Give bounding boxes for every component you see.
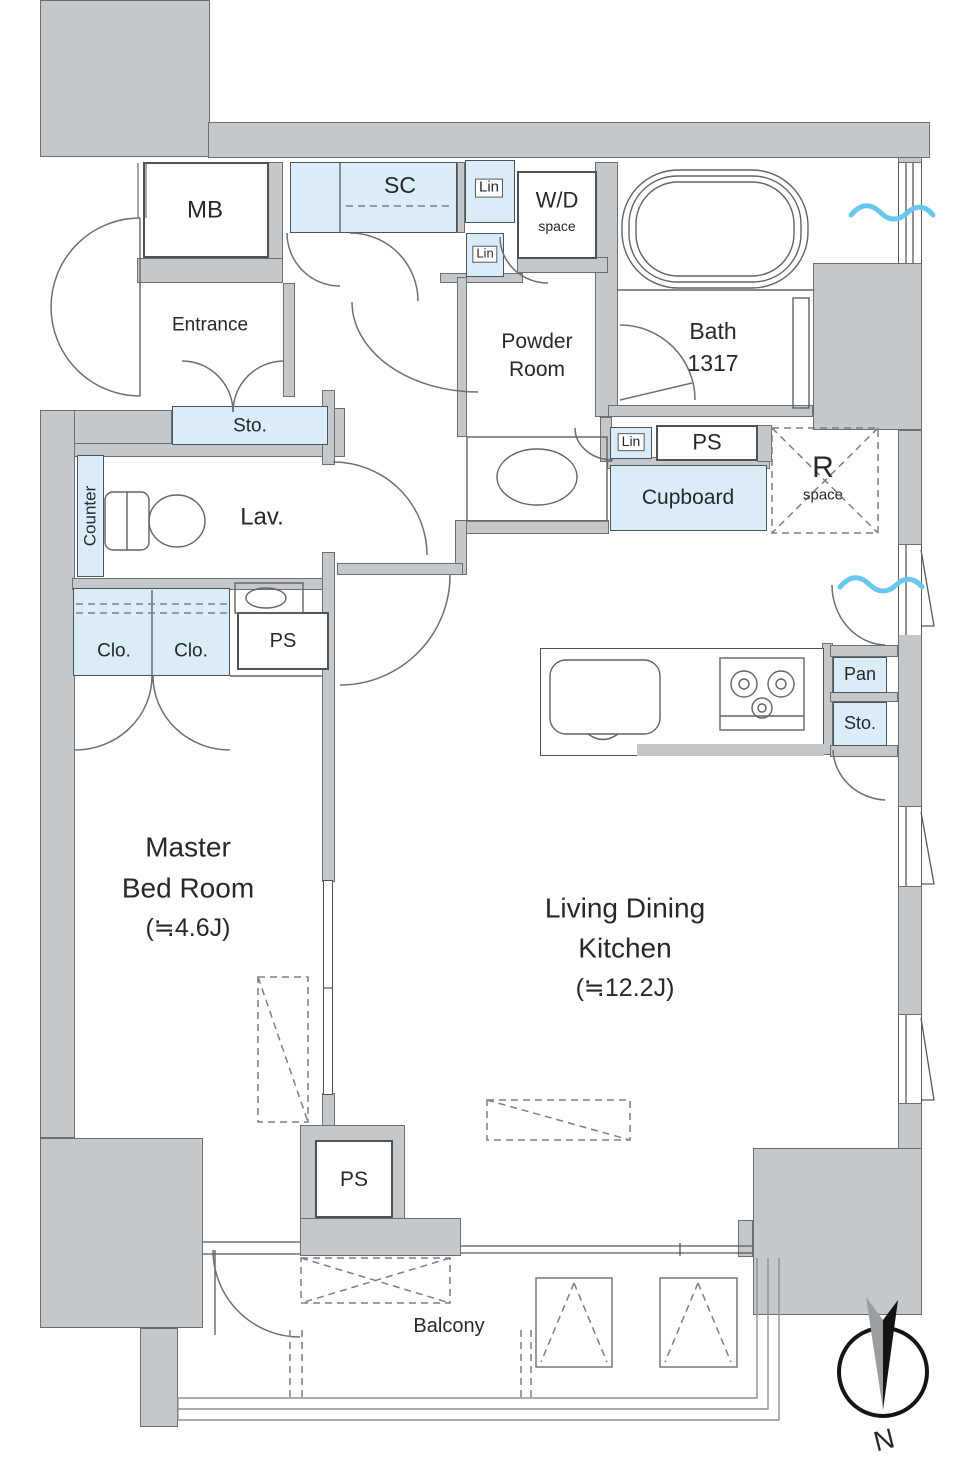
ps-mid-box — [237, 612, 329, 670]
wall-right-5 — [898, 1103, 922, 1150]
ldk-label-line2: Kitchen — [578, 932, 672, 964]
bath-label-line2: 1317 — [687, 350, 739, 377]
sto-right-box — [833, 702, 887, 746]
window-3 — [898, 807, 922, 886]
linen-top2 — [466, 233, 504, 277]
kitchen-counter — [540, 648, 824, 756]
window-4 — [898, 1015, 922, 1103]
master-label-line1: Master — [145, 831, 231, 863]
window-2 — [898, 545, 922, 635]
ldk-label-line1: Living Dining — [544, 892, 706, 924]
wall-above-pan — [830, 645, 898, 657]
linen-top — [465, 160, 515, 223]
r-space-label-line1: R — [812, 451, 834, 485]
counter-strip — [77, 455, 104, 577]
wd-space-box — [517, 171, 597, 259]
ldk-label-line3: (≒12.2J) — [575, 974, 675, 1002]
wall-right-4 — [898, 886, 922, 1015]
wall-below-sto — [830, 745, 898, 757]
ps-bottom-box — [315, 1140, 393, 1218]
wall-entrance-hall — [283, 283, 295, 397]
powder-label-line1: Powder — [501, 330, 573, 354]
wall-below-mb — [137, 258, 283, 283]
shoe-closet — [290, 162, 457, 233]
wall-under-bath — [608, 405, 813, 417]
wall-corridor-south — [337, 563, 463, 575]
wall-right-1 — [898, 157, 922, 163]
entrance-label: Entrance — [171, 314, 249, 336]
wall-under-wd — [517, 257, 608, 273]
balcony-railing — [177, 1258, 780, 1421]
sliding-door-bedroom — [323, 880, 333, 1095]
wall-under-ps-bottom — [300, 1218, 461, 1256]
wall-under-basin — [463, 520, 609, 534]
powder-label-line2: Room — [508, 358, 566, 382]
meter-box-room — [143, 162, 269, 258]
ps-top-box — [656, 425, 758, 461]
closet-box — [73, 588, 230, 676]
master-label-line2: Bed Room — [121, 872, 255, 904]
master-label-line3: (≒4.6J) — [145, 914, 231, 942]
balcony-label: Balcony — [413, 1314, 485, 1337]
sto-entrance-box — [172, 406, 328, 445]
wall-partition-b — [322, 552, 335, 882]
wall-powder-west — [457, 277, 467, 437]
wall-left-of-lin1 — [457, 162, 465, 233]
wall-right-2 — [898, 430, 922, 545]
bath-label-line1: Bath — [689, 318, 737, 345]
wall-balcony-stub — [738, 1220, 753, 1257]
linen-mid — [610, 427, 652, 459]
balcony-units — [535, 1277, 738, 1368]
wall-right-of-pstop — [757, 425, 772, 462]
cupboard-box — [610, 465, 767, 531]
wall-bottom-left-mass — [40, 1138, 203, 1328]
window-1 — [898, 163, 922, 263]
wall-bottom-right-block — [753, 1148, 922, 1315]
r-space-label-line2: space — [802, 486, 844, 504]
wall-top-band — [208, 122, 930, 158]
wall-balcony-pier — [140, 1328, 178, 1427]
wall-right-thick-block — [813, 263, 922, 430]
wall-right-3 — [898, 633, 922, 807]
wall-bath-west — [595, 162, 618, 417]
wall-pan-sto — [830, 692, 898, 702]
wall-top-left-block — [40, 0, 210, 157]
kitchen-counter-strip — [637, 744, 824, 756]
compass-n-label: N — [870, 1422, 898, 1458]
lav-label: Lav. — [240, 503, 284, 531]
pan-box — [833, 657, 887, 693]
wall-left-column — [40, 410, 75, 1138]
